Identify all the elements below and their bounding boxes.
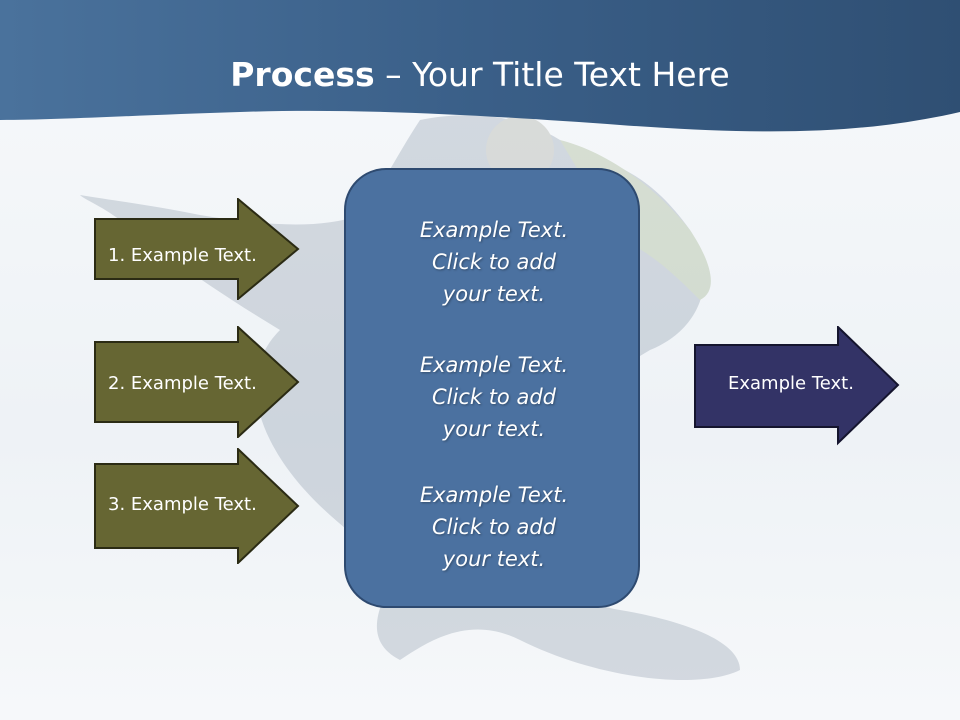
page-title: Process – Your Title Text Here <box>0 52 960 98</box>
output-label: Example Text. <box>728 373 854 394</box>
step-label-2: 2. Example Text. <box>108 373 257 394</box>
title-bold: Process <box>230 55 375 94</box>
title-rest: – Your Title Text Here <box>374 55 730 94</box>
process-center-box[interactable]: Example Text. Click to add your text. Ex… <box>344 168 640 608</box>
center-item-1: Example Text. Click to add your text. <box>419 218 569 306</box>
title-banner <box>0 0 960 132</box>
output-arrow[interactable] <box>694 326 900 446</box>
step-arrow-3[interactable] <box>94 448 300 564</box>
step-arrow-1[interactable] <box>94 198 300 300</box>
step-arrow-2[interactable] <box>94 326 300 438</box>
center-item-3: Example Text. Click to add your text. <box>419 483 569 571</box>
center-item-2: Example Text. Click to add your text. <box>419 353 569 441</box>
step-label-3: 3. Example Text. <box>108 494 257 515</box>
step-label-1: 1. Example Text. <box>108 245 257 266</box>
